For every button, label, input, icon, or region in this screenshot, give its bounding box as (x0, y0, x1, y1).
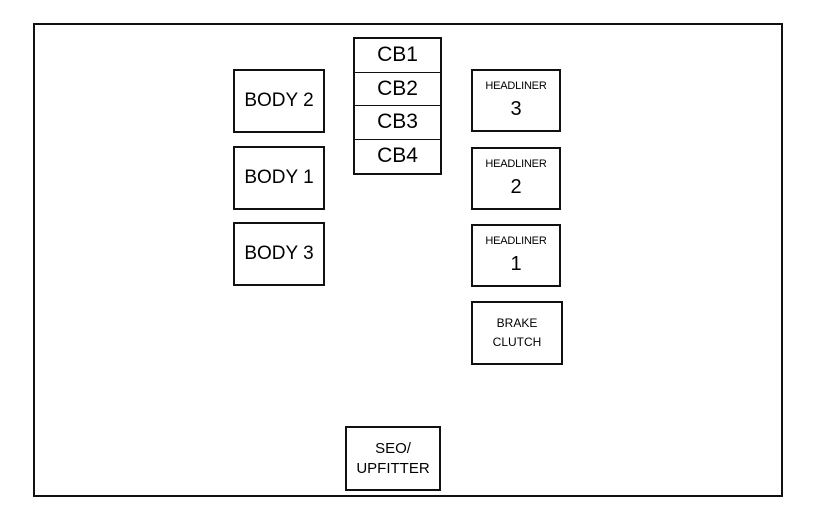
brake-label: BRAKE (496, 315, 538, 330)
seo-label: SEO/ (375, 440, 411, 457)
headliner-2-fuse: HEADLINER 2 (471, 147, 561, 210)
headliner-1-fuse: HEADLINER 1 (471, 224, 561, 287)
cb3-label: CB3 (377, 110, 418, 134)
cb2-label: CB2 (377, 76, 418, 100)
body-2-fuse: BODY 2 (233, 69, 325, 133)
body-1-label: BODY 1 (244, 167, 314, 189)
cb3-cell: CB3 (355, 106, 440, 140)
cb4-label: CB4 (377, 144, 418, 168)
circuit-breaker-stack: CB1 CB2 CB3 CB4 (353, 37, 442, 175)
cb4-cell: CB4 (355, 140, 440, 174)
headliner-2-number: 2 (510, 175, 522, 198)
brake-clutch-fuse: BRAKE CLUTCH (471, 301, 563, 365)
upfitter-label: UPFITTER (356, 459, 430, 477)
headliner-3-title: HEADLINER (485, 80, 547, 93)
headliner-3-number: 3 (510, 97, 522, 120)
headliner-2-title: HEADLINER (485, 158, 547, 171)
body-1-fuse: BODY 1 (233, 146, 325, 210)
cb2-cell: CB2 (355, 73, 440, 106)
body-3-label: BODY 3 (244, 243, 314, 265)
seo-upfitter-fuse: SEO/ UPFITTER (345, 426, 441, 491)
body-2-label: BODY 2 (244, 90, 314, 112)
body-3-fuse: BODY 3 (233, 222, 325, 286)
clutch-label: CLUTCH (492, 335, 542, 349)
fuse-panel-outline (33, 23, 783, 497)
cb1-label: CB1 (377, 43, 418, 67)
headliner-1-title: HEADLINER (485, 235, 547, 248)
cb1-cell: CB1 (355, 39, 440, 73)
headliner-3-fuse: HEADLINER 3 (471, 69, 561, 132)
headliner-1-number: 1 (510, 252, 522, 275)
